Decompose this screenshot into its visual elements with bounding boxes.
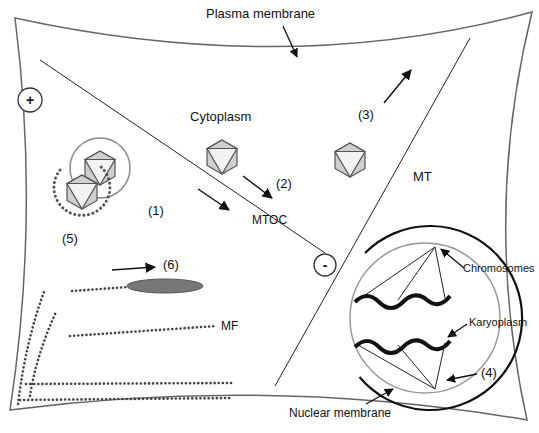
chromosome	[355, 295, 450, 308]
part-label: Plasma membrane	[206, 7, 315, 21]
part-label: MTOC	[252, 214, 287, 227]
part-label: Karyoplasm	[469, 316, 527, 328]
leader-arrow	[447, 374, 477, 380]
chromosome	[355, 340, 450, 353]
virus-particle	[67, 175, 97, 209]
node-text-box: +	[17, 87, 43, 113]
callout-number: (5)	[62, 232, 78, 246]
virus-particle	[335, 143, 365, 177]
polarity-circle: -	[313, 253, 337, 277]
polarity-sign: -	[323, 258, 328, 272]
microtubule	[275, 38, 470, 386]
actin-filament	[20, 398, 232, 400]
actin-filament	[26, 383, 232, 384]
virus-particle	[207, 140, 237, 174]
part-label: Nuclear membrane	[289, 407, 391, 420]
clathrin-coat	[54, 166, 110, 215]
movement-arrow	[384, 70, 411, 103]
part-label: MF	[221, 320, 238, 333]
callout-number: (6)	[163, 258, 179, 272]
leader-arrow	[366, 389, 393, 404]
mitotic-spindle	[358, 247, 445, 389]
part-label: Cytoplasm	[190, 110, 251, 124]
movement-arrow	[198, 189, 229, 210]
leader-arrow	[441, 249, 464, 268]
circle-shape	[314, 254, 336, 276]
callout-number: (1)	[148, 204, 164, 218]
actin-filament	[70, 326, 216, 336]
part-label: MT	[413, 170, 432, 184]
callout-number: (2)	[276, 177, 292, 191]
actin-filament	[72, 287, 128, 291]
leader-arrow	[448, 324, 467, 337]
movement-arrow	[112, 267, 155, 270]
leader-arrow	[283, 26, 297, 57]
plasma-membrane-outline	[10, 12, 532, 420]
microtubule	[40, 60, 325, 253]
polarity-sign: +	[26, 93, 34, 107]
movement-arrow	[243, 176, 272, 198]
polarity-circle: +	[17, 87, 43, 113]
callout-number: (3)	[358, 108, 374, 122]
node-text-box: -	[313, 253, 337, 277]
circle-shape	[18, 88, 42, 112]
part-label: Chromosomes	[463, 262, 535, 274]
callout-number: (4)	[481, 366, 497, 380]
vesicle-cargo	[127, 279, 203, 293]
